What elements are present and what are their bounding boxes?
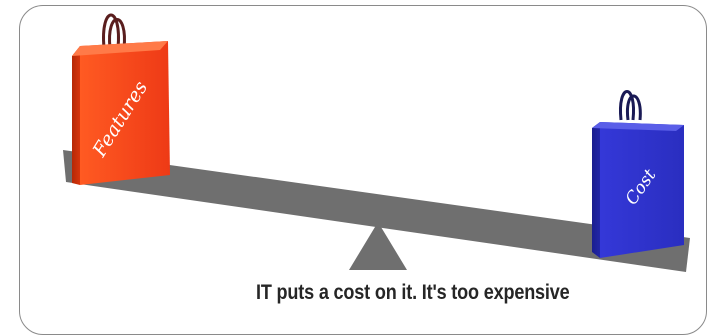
seesaw-beam xyxy=(63,150,690,272)
seesaw-diagram: Features Cost IT puts a cost on it. It's… xyxy=(19,5,707,335)
caption: IT puts a cost on it. It's too expensive xyxy=(256,281,570,304)
seesaw-illustration: Features Cost xyxy=(63,13,690,272)
features-bag: Features xyxy=(72,13,170,185)
cost-bag: Cost xyxy=(592,90,684,258)
fulcrum xyxy=(349,222,407,270)
